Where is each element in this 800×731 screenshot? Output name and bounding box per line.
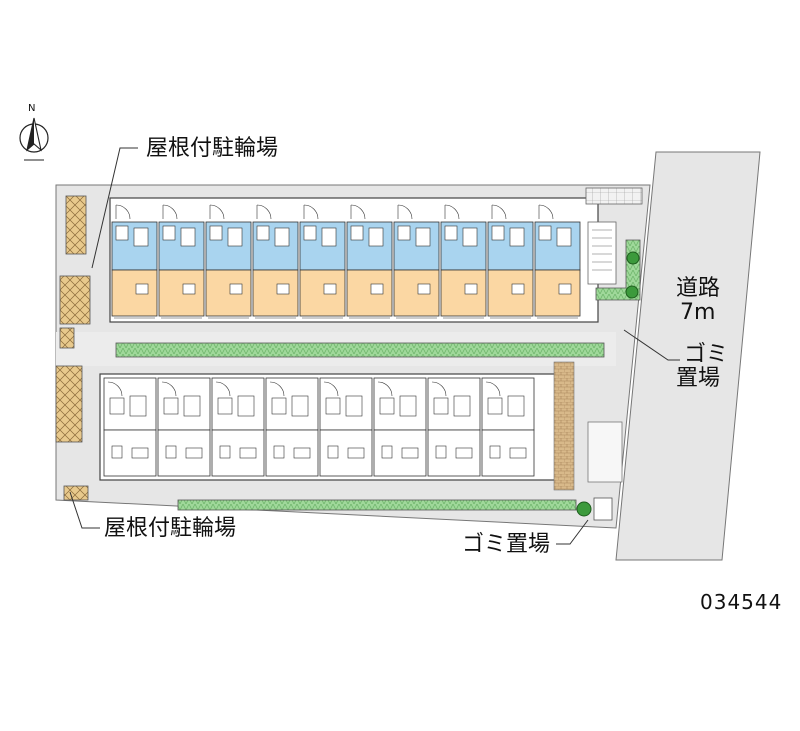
label-garbage-bottom: ゴミ置場: [462, 532, 551, 557]
label-garbage-right-2: 置場: [676, 366, 721, 391]
label-garbage-right-1: ゴミ: [684, 342, 729, 367]
bike-parking-bottom-left: [63, 485, 89, 501]
bike-parking-upper-left: [65, 195, 87, 255]
lower-unit: [103, 377, 157, 477]
leader-bike-top: [91, 147, 138, 269]
lower-building-units: [103, 377, 535, 477]
upper-stair: [587, 221, 617, 285]
road-area: [615, 151, 761, 561]
lower-unit: [157, 377, 211, 477]
upper-unit: [205, 204, 252, 319]
bike-parking-small: [59, 327, 75, 349]
upper-unit: [440, 204, 487, 319]
leader-garbage-bottom: [556, 519, 589, 545]
upper-unit: [252, 204, 299, 319]
label-road-width: 7m: [680, 300, 716, 325]
lower-unit: [319, 377, 373, 477]
label-covered-bike-parking-bottom: 屋根付駐輪場: [104, 516, 237, 541]
garbage-area-box: [587, 421, 623, 483]
leader-bike-bottom: [69, 491, 100, 529]
label-road: 道路: [676, 276, 721, 301]
label-covered-bike-parking-top: 屋根付駐輪場: [146, 136, 279, 161]
green-strip-bottom: [177, 499, 577, 511]
green-strip-middle: [115, 342, 605, 358]
lower-unit: [265, 377, 319, 477]
upper-building-units: [111, 204, 581, 319]
brick-path: [553, 361, 575, 491]
upper-unit: [534, 204, 581, 319]
bike-parking-hatched: [59, 275, 91, 325]
leader-garbage-right: [623, 329, 680, 361]
upper-stair-grid: [585, 187, 643, 205]
upper-unit: [487, 204, 534, 319]
property-code: 034544: [700, 590, 783, 614]
north-letter: N: [28, 103, 36, 114]
lower-unit: [373, 377, 427, 477]
lower-unit: [481, 377, 535, 477]
upper-unit: [158, 204, 205, 319]
lower-unit: [427, 377, 481, 477]
bike-parking-lower-left: [55, 365, 83, 443]
upper-unit: [111, 204, 158, 319]
lower-unit: [211, 377, 265, 477]
north-arrow-icon: [19, 117, 49, 161]
upper-unit: [299, 204, 346, 319]
garbage-enclosure: [593, 497, 613, 521]
upper-unit: [346, 204, 393, 319]
upper-unit: [393, 204, 440, 319]
